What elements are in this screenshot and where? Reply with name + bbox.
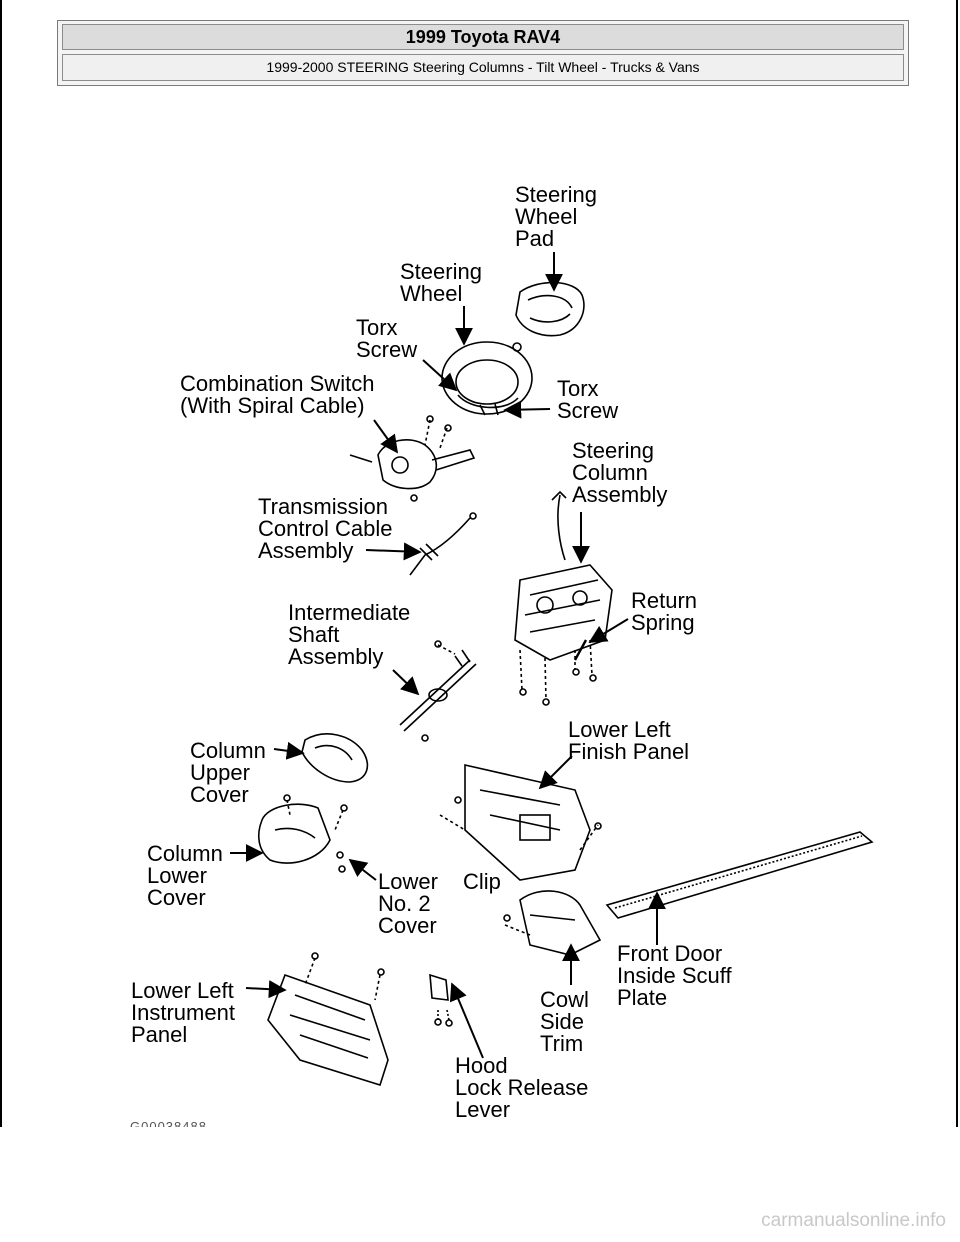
document-subtitle: 1999-2000 STEERING Steering Columns - Ti… — [62, 54, 904, 81]
return-spring-part — [573, 639, 588, 661]
arrow-lower-left-instrument-panel — [245, 980, 287, 999]
column-upper-cover-part — [301, 733, 369, 783]
label-intermediate-shaft: Intermediate Shaft Assembly — [288, 600, 411, 669]
arrow-lower-left-finish-panel — [538, 755, 573, 790]
lower-no2-cover-screws — [336, 851, 346, 873]
label-clip: Clip — [463, 869, 501, 894]
label-steering-wheel-pad: Steering Wheel Pad — [515, 182, 597, 251]
label-column-lower-cover: Column Lower Cover — [147, 841, 223, 910]
label-return-spring: Return Spring — [631, 588, 698, 635]
page-frame — [0, 0, 958, 1127]
scuff-plate-part — [605, 831, 874, 919]
label-torx-screw-right: Torx Screw — [557, 376, 619, 423]
arrow-column-upper-cover — [273, 741, 305, 760]
label-front-door-scuff-plate: Front Door Inside Scuff Plate — [617, 941, 732, 1010]
arrow-torx-screw-right — [503, 400, 551, 419]
arrow-hood-lock-release-lever — [449, 982, 484, 1059]
document-title: 1999 Toyota RAV4 — [62, 24, 904, 50]
label-torx-screw-left: Torx Screw — [356, 315, 418, 362]
label-hood-lock-release-lever: Hood Lock Release Lever — [455, 1053, 589, 1122]
label-lower-left-finish-panel: Lower Left Finish Panel — [568, 717, 690, 764]
label-lower-left-instrument-panel: Lower Left Instrument Panel — [131, 978, 235, 1047]
label-cowl-side-trim: Cowl Side Trim — [540, 987, 589, 1056]
arrow-lower-no2-cover — [348, 858, 377, 881]
lower-left-instrument-panel-part — [267, 952, 389, 1087]
watermark: carmanualsonline.info — [761, 1210, 946, 1231]
figure-id: G00038488 — [130, 1119, 207, 1127]
document-header: 1999 Toyota RAV4 1999-2000 STEERING Stee… — [57, 20, 909, 86]
steering-wheel-part — [441, 341, 533, 416]
label-column-upper-cover: Column Upper Cover — [190, 738, 266, 807]
cowl-side-trim-part — [503, 890, 602, 956]
label-combination-switch: Combination Switch (With Spiral Cable) — [180, 371, 375, 418]
arrow-combination-switch — [373, 419, 399, 454]
arrow-return-spring — [588, 618, 629, 643]
steering-column-part — [514, 490, 613, 706]
arrow-intermediate-shaft — [392, 669, 420, 696]
label-transmission-control-cable: Transmission Control Cable Assembly — [258, 494, 393, 563]
footer-area — [0, 1127, 960, 1242]
arrow-transmission-cable — [365, 542, 422, 561]
combination-switch-part — [349, 415, 476, 502]
label-steering-wheel: Steering Wheel — [400, 259, 482, 306]
hood-lock-release-lever-part — [429, 973, 453, 1027]
label-lower-no2-cover: Lower No. 2 Cover — [378, 869, 438, 938]
column-lower-cover-part — [257, 794, 348, 864]
lower-left-finish-panel-part — [439, 763, 602, 881]
exploded-view-diagram — [230, 252, 874, 1087]
arrow-torx-screw-left — [422, 359, 458, 392]
transmission-cable-part — [409, 512, 477, 576]
steering-wheel-pad-part — [512, 281, 585, 352]
label-steering-column-assembly: Steering Column Assembly — [572, 438, 668, 507]
intermediate-shaft-part — [399, 640, 477, 742]
